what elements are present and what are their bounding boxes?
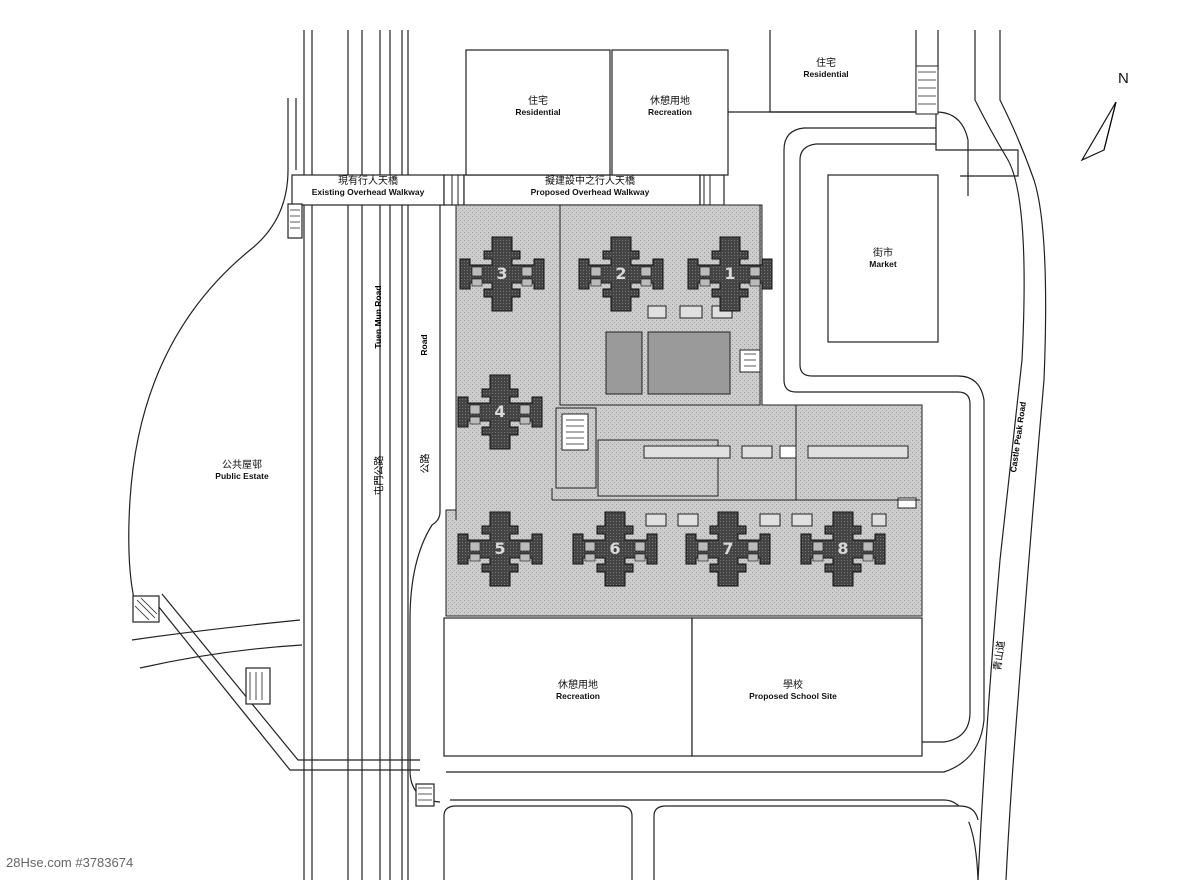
recreation-bottom-en: Recreation: [556, 690, 600, 701]
market-plot: [827, 174, 939, 343]
tuen-mun-road-label: Tuen Mun Road: [373, 285, 383, 349]
block-number-6: 6: [609, 539, 621, 558]
recreation-top-zh: 休憩用地: [650, 96, 690, 107]
proposed-walkway-en: Proposed Overhead Walkway: [530, 186, 650, 197]
market-zh: 街市: [873, 248, 893, 259]
footbridge-lower: [132, 593, 435, 807]
residential-left-zh: 住宅: [528, 96, 548, 107]
residential-top-label: 住宅 Residential: [786, 58, 866, 79]
block-number-4: 4: [494, 402, 506, 421]
residential-left-label: 住宅 Residential: [498, 96, 578, 117]
residential-top-en: Residential: [803, 68, 849, 79]
proposed-walkway-zh: 擬建設中之行人天橋: [545, 176, 635, 187]
recreation-top-label: 休憩用地 Recreation: [630, 96, 710, 117]
public-estate-label: 公共屋邨 Public Estate: [202, 460, 282, 481]
recreation-top-en: Recreation: [648, 106, 692, 117]
public-estate-en: Public Estate: [215, 470, 269, 481]
north-label: N: [1118, 70, 1129, 87]
block-number-1: 1: [724, 264, 736, 283]
block-number-7: 7: [722, 539, 734, 558]
block-number-5: 5: [494, 539, 506, 558]
existing-walkway: [287, 174, 465, 239]
residential-left-en: Residential: [515, 106, 561, 117]
market-en: Market: [869, 258, 897, 269]
road-label: Road: [419, 334, 429, 356]
school-zh: 學校: [783, 680, 803, 691]
residential-top-zh: 住宅: [816, 58, 836, 69]
existing-walkway-en: Existing Overhead Walkway: [311, 186, 425, 197]
school-en: Proposed School Site: [749, 690, 837, 701]
bottom-plots: [443, 617, 979, 880]
block-number-8: 8: [837, 539, 849, 558]
road-zh-label: 公路: [420, 453, 432, 474]
recreation-bottom-label: 休憩用地 Recreation: [538, 680, 618, 701]
top-plots: [465, 30, 917, 176]
tuen-mun-road-zh-label: 屯門公路: [374, 455, 386, 496]
public-estate-zh: 公共屋邨: [222, 460, 262, 471]
recreation-bottom-zh: 休憩用地: [558, 680, 598, 691]
credit-text: 28Hse.com #3783674: [6, 855, 134, 870]
block-number-3: 3: [496, 264, 508, 283]
market-label: 街市 Market: [843, 248, 923, 269]
north-arrow-icon: [1080, 101, 1117, 162]
left-curved-road: [128, 98, 303, 669]
school-label: 學校 Proposed School Site: [728, 680, 858, 701]
existing-walkway-zh: 現有行人天橋: [338, 176, 398, 187]
stair-top-right: [915, 65, 939, 115]
proposed-walkway-label: 擬建設中之行人天橋 Proposed Overhead Walkway: [510, 176, 670, 197]
right-road: [446, 30, 1047, 881]
proposed-walkway: [451, 174, 725, 206]
tuen-mun-road-lines: [303, 30, 441, 880]
existing-walkway-label: 現有行人天橋 Existing Overhead Walkway: [296, 176, 440, 197]
block-number-2: 2: [615, 264, 627, 283]
